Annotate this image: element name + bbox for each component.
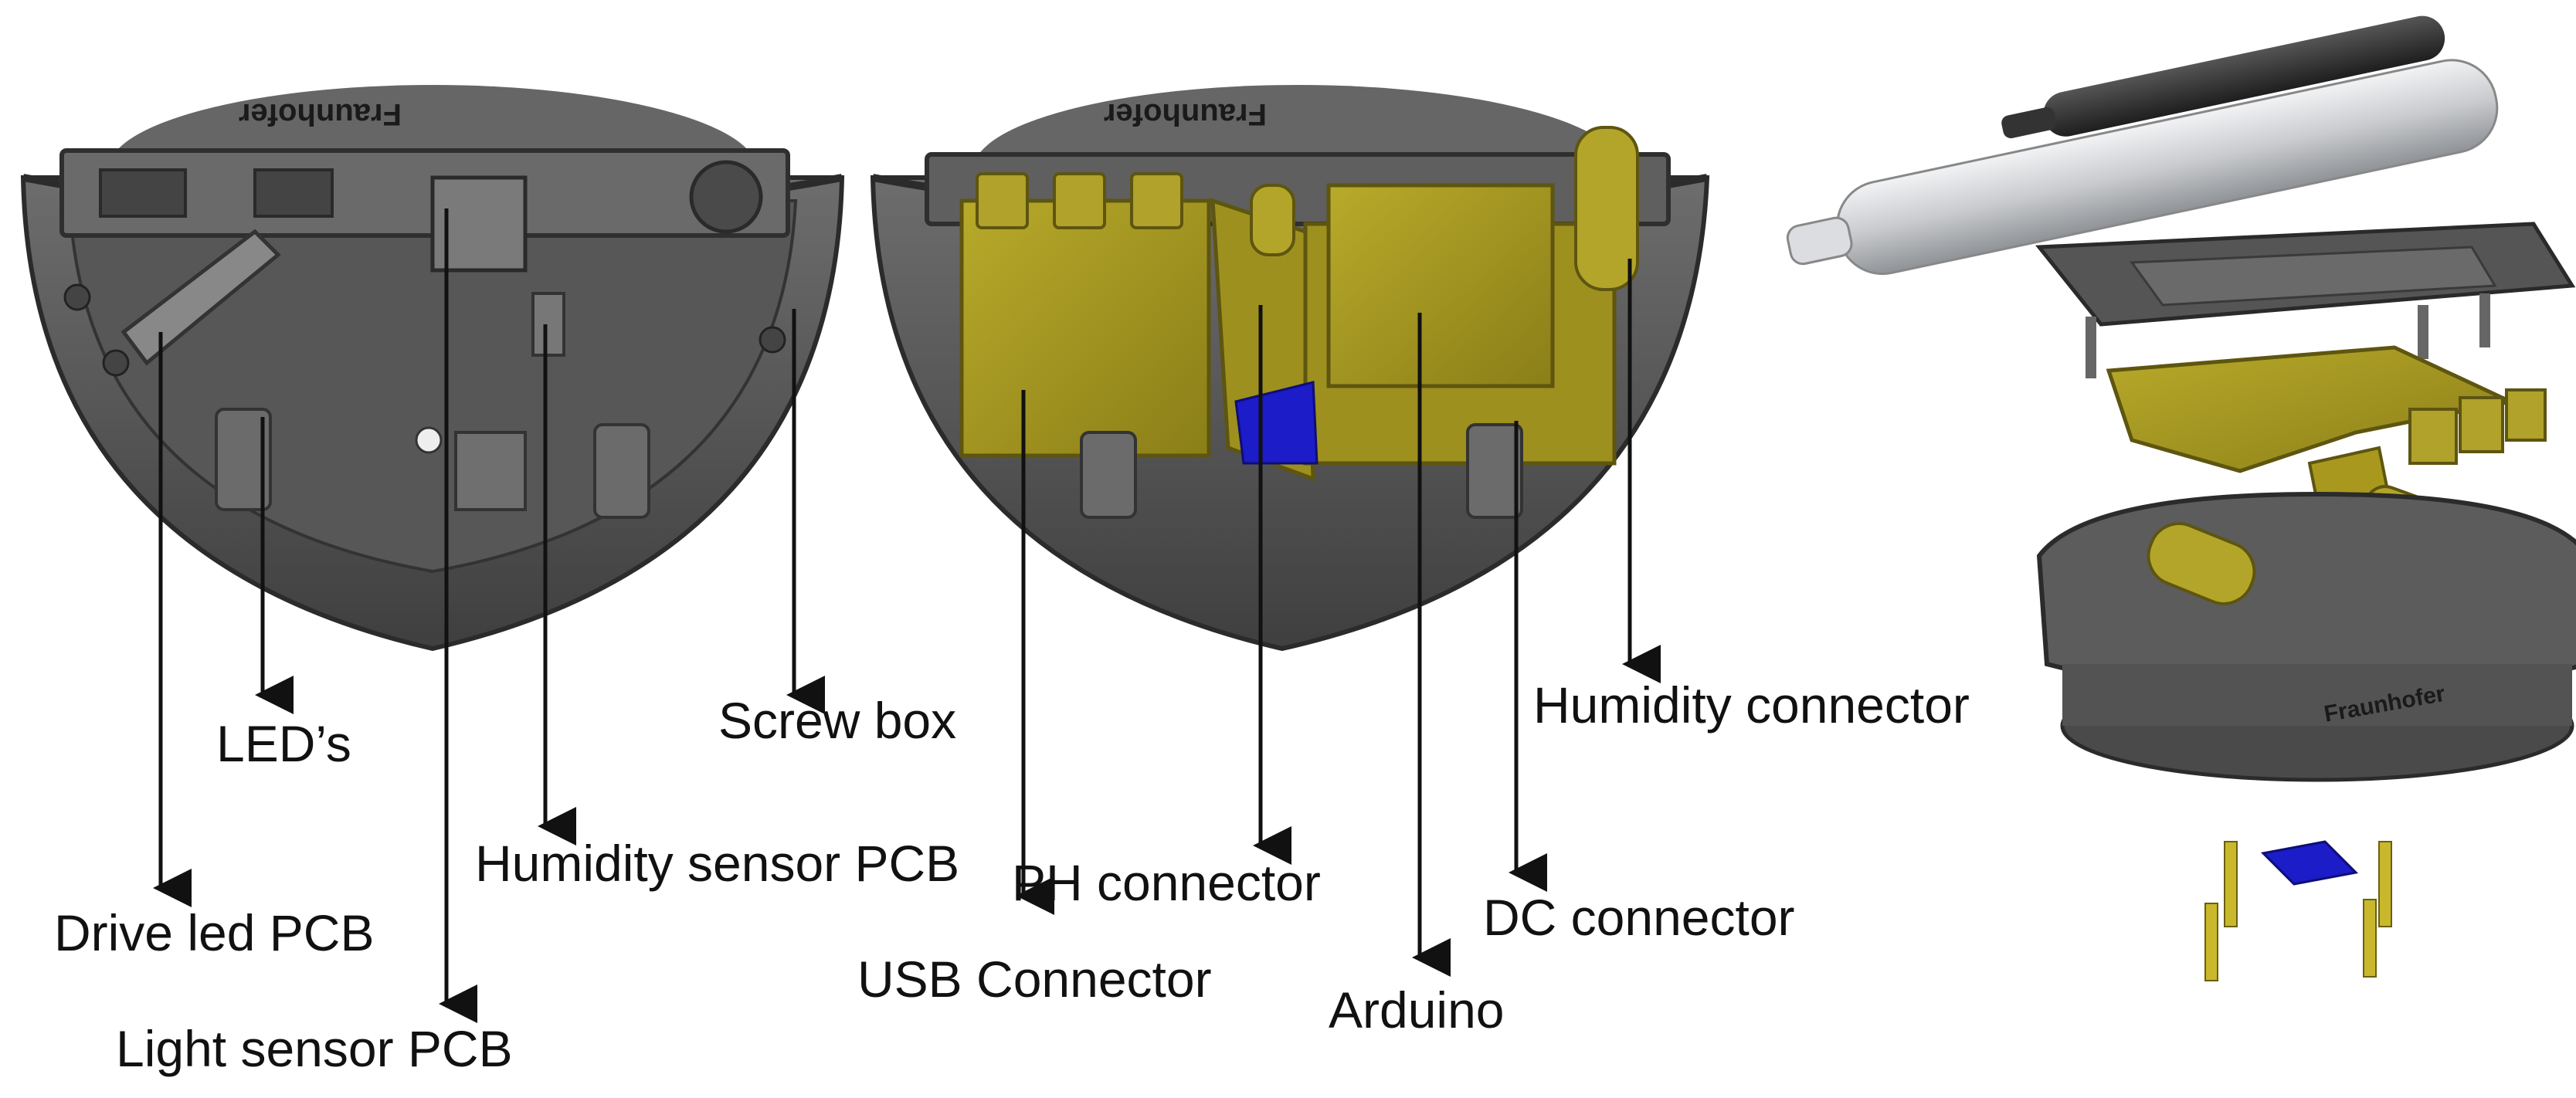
label-drive-led-pcb: Drive led PCB xyxy=(54,904,375,961)
top-lid-window xyxy=(2130,246,2497,307)
lid-leg-1 xyxy=(2086,317,2096,378)
usb-component-3 xyxy=(1130,172,1183,229)
dark-rod xyxy=(2001,15,2445,139)
center-hole xyxy=(415,426,443,454)
label-dc-connector: DC connector xyxy=(1483,889,1795,946)
usb-pcb xyxy=(959,198,1211,458)
callout-arrows xyxy=(153,208,1661,1023)
ph-cylinder xyxy=(1250,184,1295,256)
humidity-sensor-pcb-shape xyxy=(531,292,565,357)
connector-block-3 xyxy=(2505,388,2547,442)
screw-post-3 xyxy=(102,349,130,377)
exploded-view: Fraunhofer xyxy=(1786,15,2576,981)
base-housing-side xyxy=(2062,664,2572,726)
label-usb-connector: USB Connector xyxy=(857,951,1212,1008)
label-light-sensor-pcb: Light sensor PCB xyxy=(116,1020,513,1077)
middle-housing: Fraunhofer xyxy=(870,85,1710,652)
cylinder-exploded-2 xyxy=(2147,522,2256,605)
blue-part-exploded xyxy=(2260,840,2359,886)
middle-bracket-2 xyxy=(1466,423,1523,519)
connector-block-2 xyxy=(2459,396,2504,453)
screw-box-shape xyxy=(689,160,763,234)
usb-component-1 xyxy=(976,172,1029,229)
humidity-cylinder xyxy=(1574,126,1639,291)
label-ph-connector: PH connector xyxy=(1012,854,1321,911)
label-screw-box: Screw box xyxy=(718,692,957,749)
pin-3 xyxy=(2378,841,2392,927)
main-pcb-layer xyxy=(2106,345,2517,473)
brand-text-left: Fraunhofer xyxy=(239,97,402,131)
middle-bracket-1 xyxy=(1080,431,1137,519)
bracket-1 xyxy=(593,423,650,519)
lid-leg-2 xyxy=(2418,305,2428,359)
port-opening-2 xyxy=(253,168,334,218)
connector-block-1 xyxy=(2408,408,2458,465)
led-holder xyxy=(215,408,272,511)
brand-text-middle: Fraunhofer xyxy=(1104,97,1267,131)
usb-port-opening xyxy=(99,168,187,218)
label-leds: LED’s xyxy=(216,715,351,772)
lid-leg-3 xyxy=(2479,293,2490,347)
center-block xyxy=(454,431,527,511)
pin-2 xyxy=(2204,903,2218,981)
screw-post-2 xyxy=(759,326,786,354)
usb-component-2 xyxy=(1053,172,1106,229)
label-arduino: Arduino xyxy=(1329,981,1505,1039)
left-sensor-wall xyxy=(59,148,790,238)
blue-part-middle xyxy=(1234,381,1319,465)
screw-post-1 xyxy=(63,283,91,311)
label-humidity-connector: Humidity connector xyxy=(1533,676,1970,734)
left-housing: Fraunhofer xyxy=(20,85,845,652)
label-humidity-sensor-pcb: Humidity sensor PCB xyxy=(475,835,960,892)
light-tube xyxy=(1786,59,2499,276)
arduino-board xyxy=(1326,183,1555,388)
pin-4 xyxy=(2363,899,2377,978)
pin-1 xyxy=(2224,841,2238,927)
drive-led-pcb-shape xyxy=(120,229,281,366)
